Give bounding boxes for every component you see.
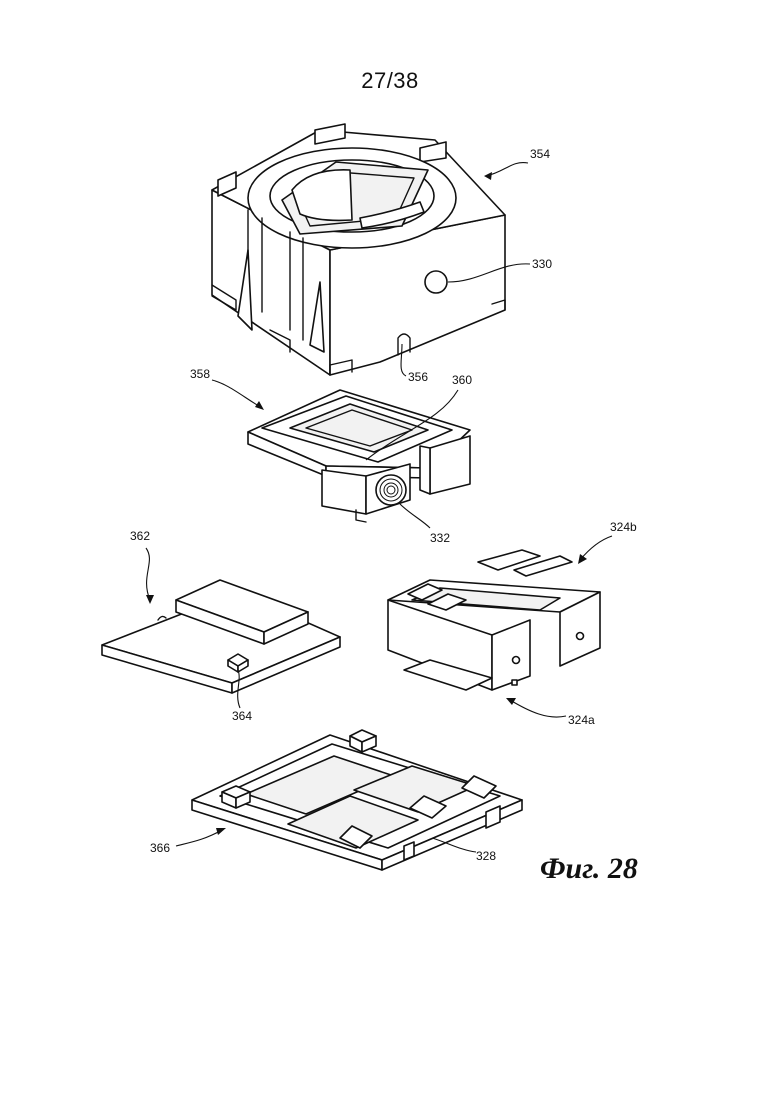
ref-label-328: 328 — [476, 849, 496, 863]
ref-358: 358 — [190, 367, 264, 410]
ref-label-330: 330 — [532, 257, 552, 271]
ref-label-332: 332 — [430, 531, 450, 545]
ref-label-362: 362 — [130, 529, 150, 543]
ref-label-366: 366 — [150, 841, 170, 855]
ref-328: 328 — [432, 838, 496, 863]
ref-label-354: 354 — [530, 147, 550, 161]
base-tray-366 — [192, 730, 522, 870]
ref-label-324a: 324a — [568, 713, 595, 727]
ref-332: 332 — [400, 504, 450, 545]
ref-label-356: 356 — [408, 370, 428, 384]
circuit-board-362 — [102, 580, 340, 693]
ref-label-324b: 324b — [610, 520, 637, 534]
upper-housing-354 — [212, 124, 505, 375]
ref-354: 354 — [484, 147, 550, 180]
ref-label-364: 364 — [232, 709, 252, 723]
ref-366: 366 — [150, 828, 226, 855]
ref-324a: 324a — [506, 698, 595, 727]
ref-label-360: 360 — [452, 373, 472, 387]
figure-caption: Фиг. 28 — [540, 852, 638, 886]
middle-frame-358 — [248, 390, 470, 522]
metal-bracket-324 — [388, 550, 600, 690]
ref-362: 362 — [130, 529, 154, 604]
ref-324b: 324b — [578, 520, 637, 564]
ref-label-358: 358 — [190, 367, 210, 381]
